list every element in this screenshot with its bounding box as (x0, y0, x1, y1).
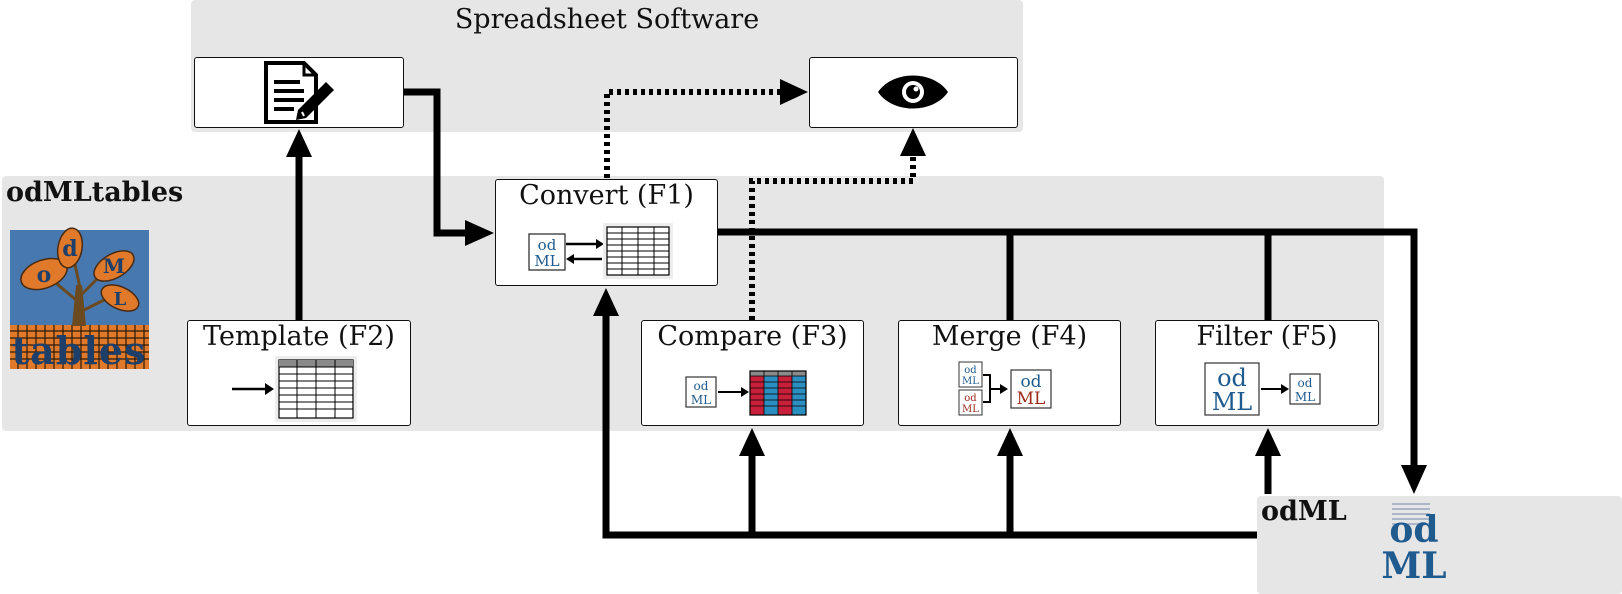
odml-panel-title: odML (1261, 496, 1347, 527)
odml-panel: odML (1257, 496, 1622, 594)
odml-file-icon: od ML (528, 233, 566, 271)
merge-title: Merge (F4) (931, 321, 1088, 352)
template-arrow-icon (232, 383, 274, 395)
filter-odml-file-icon-large: od ML (1204, 362, 1260, 416)
svg-text:od: od (694, 379, 709, 393)
svg-text:ML: ML (691, 393, 711, 407)
template-table-icon (275, 356, 357, 422)
merge-bracket-icon (983, 374, 1000, 403)
arrowhead-merge (997, 428, 1023, 456)
logo-letter-o: o (37, 262, 52, 288)
logo-letter-M: M (103, 254, 125, 278)
merge-arrow-icon (1000, 384, 1008, 394)
eye-icon (878, 75, 948, 109)
dotted-compare-to-view (749, 157, 916, 320)
odml-logo-icon: od ML (1381, 503, 1447, 587)
logo-letter-d: d (62, 236, 77, 262)
filter-arrow-icon (1261, 384, 1289, 394)
filter-odml-file-icon-small: od ML (1289, 373, 1321, 405)
svg-text:od: od (964, 365, 977, 376)
svg-text:ML: ML (962, 376, 979, 387)
compare-title: Compare (F3) (657, 321, 848, 352)
arrowhead-convert (465, 220, 494, 246)
arrowhead-compare (739, 428, 765, 456)
svg-text:od: od (1217, 364, 1247, 392)
svg-text:od: od (1020, 372, 1041, 392)
connector-odml-bus (602, 316, 1257, 539)
odmltables-logo-icon: tables o d M L (10, 227, 149, 373)
svg-text:ML: ML (1017, 389, 1046, 409)
arrowhead-filter (1255, 428, 1281, 456)
svg-text:ML: ML (1295, 390, 1315, 404)
odml-logo-top: od (1389, 509, 1438, 551)
svg-text:ML: ML (1212, 388, 1253, 416)
template-title: Template (F2) (203, 321, 395, 352)
connector-edit-to-convert (404, 88, 466, 237)
logo-letter-L: L (114, 289, 127, 310)
convert-title: Convert (F1) (519, 180, 694, 211)
convert-table-icon (603, 223, 673, 279)
arrowhead-convert-from-bus (593, 288, 619, 316)
dotted-convert-to-view (604, 89, 781, 178)
spreadsheet-software-title: Spreadsheet Software (454, 4, 760, 35)
connectors (295, 88, 1418, 539)
connector-convert-to-odml (718, 228, 1418, 466)
merge-odml-file-icon-red: od ML (958, 389, 983, 416)
convert-arrows-icon (566, 239, 604, 264)
arrow-heads (286, 79, 1427, 494)
dotted-connectors (604, 89, 916, 320)
arrowhead-odml (1401, 465, 1427, 494)
svg-text:ML: ML (962, 404, 979, 415)
merge-odml-file-icon-blue: od ML (958, 361, 983, 388)
arrowhead-view (780, 79, 808, 105)
svg-text:od: od (1298, 376, 1313, 390)
compare-odml-file-icon: od ML (685, 376, 717, 408)
merge-result-odml-icon: od ML (1010, 369, 1052, 409)
svg-text:od: od (964, 393, 977, 404)
compare-arrow-icon (718, 387, 749, 397)
svg-text:od: od (538, 236, 557, 254)
filter-title: Filter (F5) (1196, 321, 1338, 352)
edit-document-icon (264, 61, 334, 124)
filter-box[interactable]: Filter (F5) (1155, 320, 1379, 426)
arrowhead-edit (286, 129, 312, 157)
svg-text:ML: ML (534, 252, 559, 270)
odml-logo-bottom: ML (1381, 545, 1446, 587)
odmltables-title: odMLtables (6, 177, 184, 208)
arrowhead-view-from-compare (900, 128, 926, 156)
odmltables-logo-word: tables (12, 328, 147, 373)
colored-table-icon (749, 370, 807, 416)
merge-box[interactable]: Merge (F4) (898, 320, 1121, 426)
